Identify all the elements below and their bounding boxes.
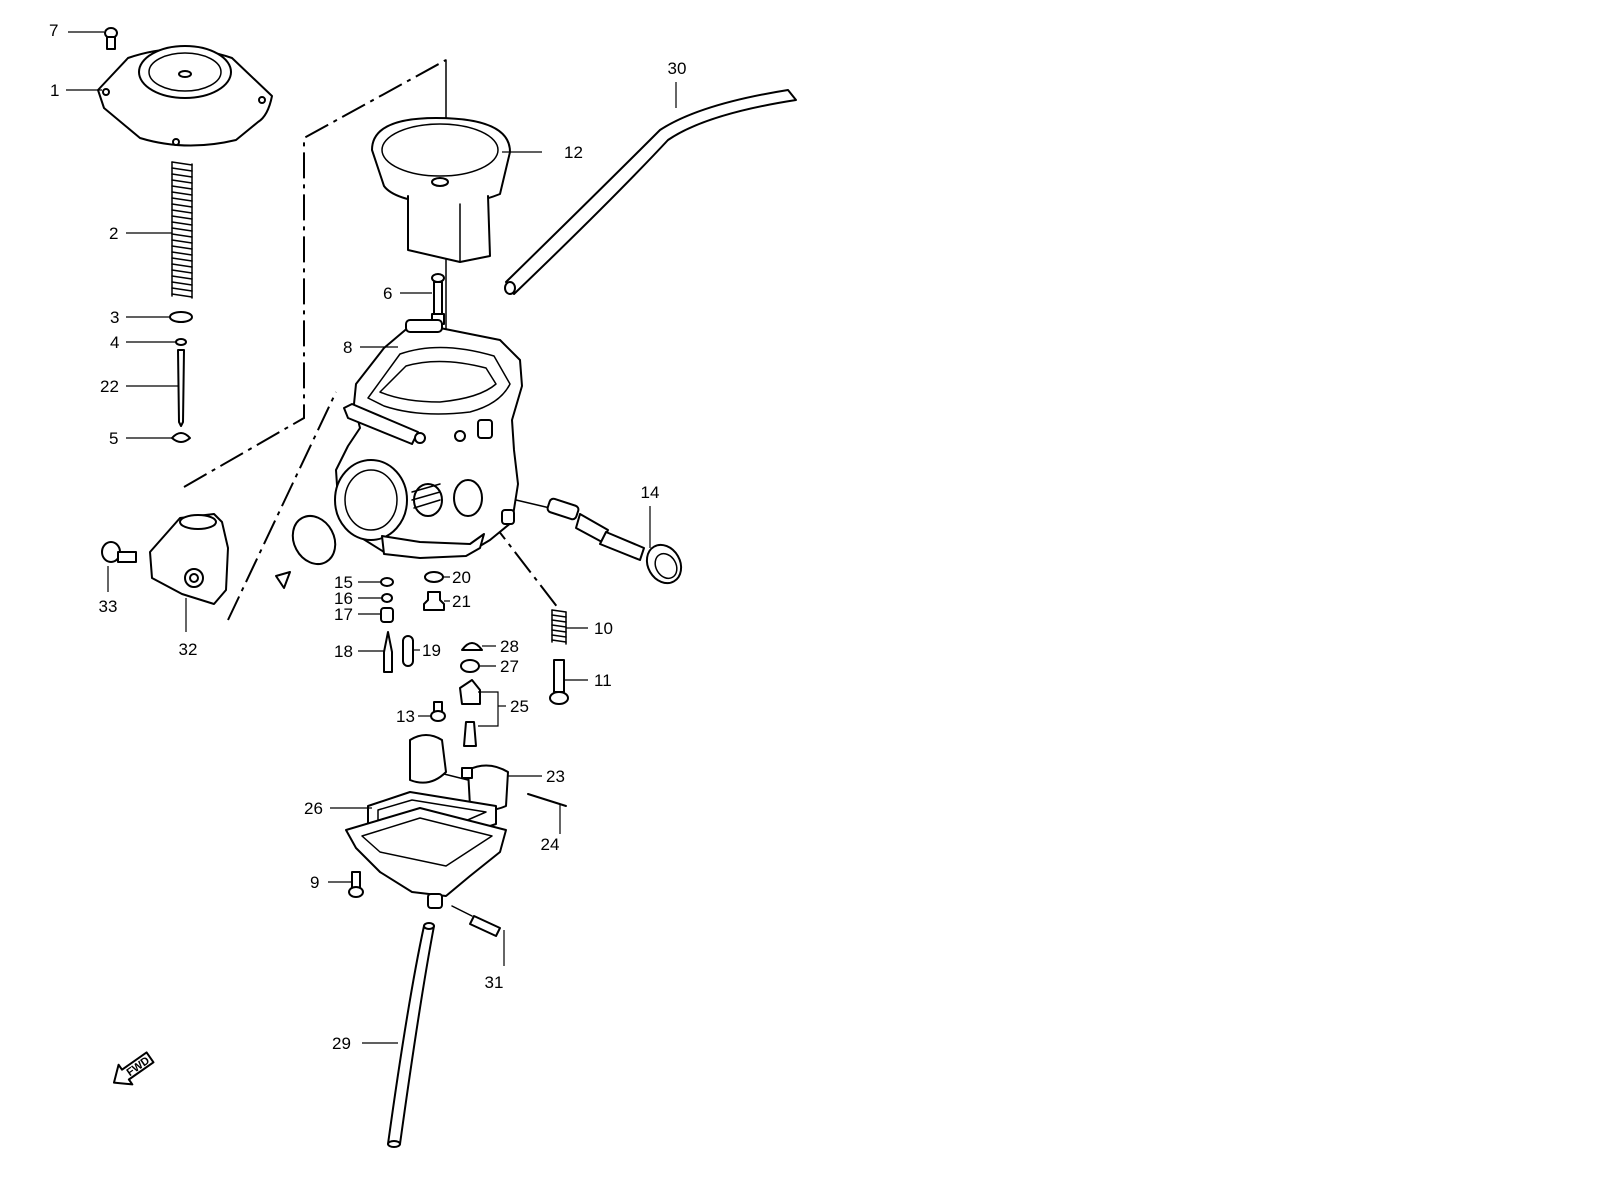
callout-32: 32	[179, 640, 198, 659]
callout-8: 8	[343, 338, 352, 357]
spring-10-part	[551, 609, 567, 645]
callout-33: 33	[99, 597, 118, 616]
screw-part	[104, 27, 118, 50]
fuel-fitting-part	[101, 513, 229, 605]
float-part	[409, 734, 509, 811]
callout-4: 4	[110, 333, 119, 352]
gasket-disc-part	[275, 515, 337, 589]
float-chamber-part	[345, 791, 507, 909]
callout-labels: 7 1 2 3 4 22 5 12 30 6 8 14 33 32 15 16 …	[49, 21, 686, 1053]
callout-2: 2	[109, 224, 118, 243]
screw-13-part	[430, 701, 446, 722]
carburetor-body-part	[334, 319, 523, 559]
washer-part	[169, 311, 193, 323]
callout-23: 23	[546, 767, 565, 786]
callout-6: 6	[383, 284, 392, 303]
callout-22: 22	[100, 377, 119, 396]
o-ring-small-part	[381, 593, 393, 603]
needle-jet-part	[383, 631, 393, 673]
washer-20-part	[424, 571, 444, 583]
callout-11: 11	[594, 671, 612, 690]
leader-lines	[66, 31, 677, 1044]
jet-needle-part	[177, 349, 185, 427]
callout-24: 24	[541, 835, 560, 854]
float-valve-part	[459, 679, 499, 747]
callout-20: 20	[452, 568, 471, 587]
callout-16: 16	[334, 589, 353, 608]
washer-small-part	[380, 577, 394, 587]
callout-1: 1	[50, 81, 59, 100]
callout-14: 14	[641, 483, 660, 502]
callout-3: 3	[110, 308, 119, 327]
drain-screw-part	[451, 905, 501, 937]
callout-30: 30	[668, 59, 687, 78]
callout-5: 5	[109, 429, 118, 448]
drain-hose-part	[387, 922, 435, 1148]
callout-13: 13	[396, 707, 415, 726]
spring-part	[171, 161, 193, 299]
callout-28: 28	[500, 637, 519, 656]
top-cap-part	[97, 45, 273, 147]
callout-9: 9	[310, 873, 319, 892]
o-ring-27-part	[460, 659, 480, 673]
callout-25: 25	[510, 697, 529, 716]
screw-9-part	[348, 871, 364, 898]
starter-plunger-part	[515, 497, 683, 585]
main-jet-part	[423, 591, 445, 611]
throttle-stop-screw-part	[549, 659, 569, 705]
clip-part	[175, 338, 187, 346]
callout-12: 12	[564, 143, 583, 162]
callout-29: 29	[332, 1034, 351, 1053]
jet-holder-part	[402, 635, 414, 667]
callout-19: 19	[422, 641, 441, 660]
needle-holder-part	[171, 432, 191, 443]
callout-7: 7	[49, 21, 58, 40]
callout-26: 26	[304, 799, 323, 818]
callout-27: 27	[500, 657, 519, 676]
callout-15: 15	[334, 573, 353, 592]
callout-10: 10	[594, 619, 613, 638]
pilot-jet-part	[380, 607, 394, 623]
callout-18: 18	[334, 642, 353, 661]
vent-hose-part	[504, 89, 797, 295]
callout-31: 31	[485, 973, 504, 992]
piston-valve-part	[371, 117, 511, 263]
callout-21: 21	[452, 592, 471, 611]
fwd-arrow-icon: FWD	[112, 1051, 155, 1086]
throttle-screw-part	[431, 273, 445, 325]
plug-28-part	[461, 642, 483, 651]
callout-17: 17	[334, 605, 353, 624]
